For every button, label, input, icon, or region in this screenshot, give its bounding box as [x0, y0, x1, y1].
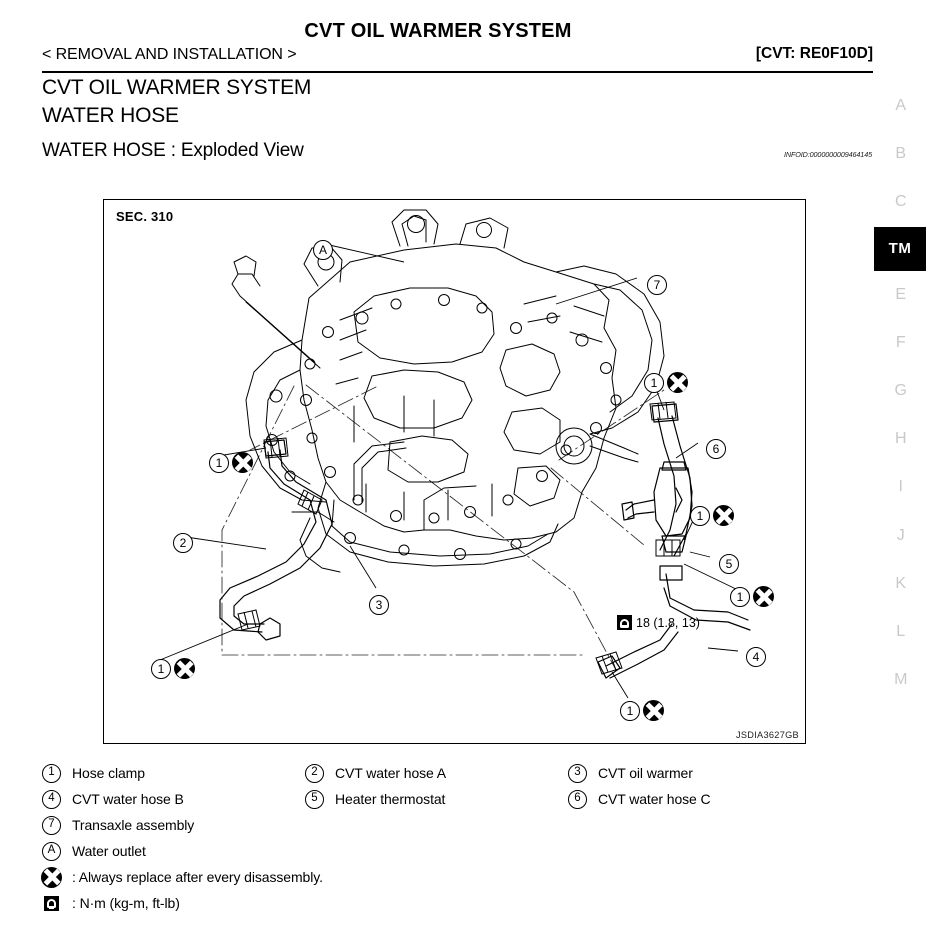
legend-label: CVT water hose A — [335, 765, 446, 781]
infoid-label: INFOID:0000000009464145 — [783, 150, 872, 159]
legend-marker-icon: 3 — [568, 763, 587, 783]
tab-item-e[interactable]: E — [895, 285, 907, 303]
tab-item-a[interactable]: A — [895, 97, 907, 115]
callout-c5: 5 — [719, 554, 739, 574]
legend-row: 7 Transaxle assembly — [42, 812, 832, 838]
tab-item-l[interactable]: L — [896, 622, 906, 640]
callout-c7: 7 — [647, 275, 667, 295]
legend-label: Heater thermostat — [335, 791, 446, 807]
tab-item-i[interactable]: I — [898, 478, 904, 496]
callout-pair-clamp-6: 1 — [620, 700, 664, 721]
callout-c3: 3 — [369, 595, 389, 615]
legend-marker-icon: 2 — [305, 763, 324, 783]
legend-marker-icon: A — [42, 841, 61, 861]
legend-item-5: 5 Heater thermostat — [305, 789, 568, 809]
callout-pair-clamp-2: 1 — [690, 505, 734, 526]
legend-item-3: 3 CVT oil warmer — [568, 763, 831, 783]
torque-spec-value: 18 (1.8, 13) — [636, 615, 700, 630]
callout-c1: 1 — [209, 452, 229, 473]
tab-item-c[interactable]: C — [894, 193, 908, 211]
replace-part-icon — [713, 505, 734, 526]
legend-item-a: A Water outlet — [42, 841, 305, 861]
legend-marker-icon: 1 — [42, 763, 61, 783]
legend-label: CVT water hose C — [598, 791, 711, 807]
page-header: CVT OIL WARMER SYSTEM < REMOVAL AND INST… — [0, 0, 930, 73]
callout-pair-clamp-3: 1 — [730, 586, 774, 607]
legend-row: A Water outlet — [42, 838, 832, 864]
tab-index: A B C TM E F G H I J K L M — [872, 82, 930, 704]
legend-row: 1 Hose clamp 2 CVT water hose A 3 CVT oil war… — [42, 760, 832, 786]
section-title: CVT OIL WARMER SYSTEM — [42, 76, 312, 99]
legend-symbol-label: : N·m (kg-m, ft-lb) — [72, 895, 180, 911]
legend-symbol-slot — [42, 895, 61, 911]
callout-c6: 6 — [706, 439, 726, 459]
callout-c1: 1 — [620, 700, 640, 721]
legend-label: Transaxle assembly — [72, 817, 195, 833]
tab-item-m[interactable]: M — [894, 671, 908, 689]
callout-pair-clamp-4: 1 — [209, 452, 253, 473]
header-divider — [42, 71, 873, 73]
legend-item-2: 2 CVT water hose A — [305, 763, 568, 783]
legend-symbol-row: : Always replace after every disassembly… — [41, 864, 832, 890]
callout-pair-clamp-5: 1 — [151, 658, 195, 679]
torque-spec-note: 18 (1.8, 13) — [617, 615, 700, 630]
callout-c1: 1 — [690, 505, 710, 526]
torque-icon — [44, 895, 59, 911]
legend-symbol-label: : Always replace after every disassembly… — [72, 869, 323, 885]
torque-icon — [617, 615, 632, 630]
article-title: WATER HOSE : Exploded View — [42, 140, 304, 161]
legend-marker-icon: 7 — [42, 815, 61, 835]
tab-item-b[interactable]: B — [895, 145, 907, 163]
tab-item-f[interactable]: F — [895, 333, 907, 351]
legend-marker-icon: 4 — [42, 789, 61, 809]
replace-part-icon — [667, 372, 688, 393]
section-number-label: SEC. 310 — [116, 209, 174, 224]
tab-item-g[interactable]: G — [894, 382, 908, 400]
legend-label: CVT water hose B — [72, 791, 184, 807]
document-title: CVT OIL WARMER SYSTEM — [304, 20, 572, 42]
model-code-badge: [CVT: RE0F10D] — [755, 45, 873, 62]
replace-icon — [41, 866, 62, 888]
figure-id-label: JSDIA3627GB — [735, 730, 799, 740]
legend-label: CVT oil warmer — [598, 765, 693, 781]
tab-item-k[interactable]: K — [895, 574, 907, 592]
tab-item-j[interactable]: J — [896, 526, 906, 544]
callout-pair-clamp-1: 1 — [644, 372, 688, 393]
legend-row: 4 CVT water hose B 5 Heater thermostat 6 CVT … — [42, 786, 832, 812]
legend-marker-icon: 6 — [568, 789, 587, 809]
callout-A: A — [313, 240, 333, 260]
callout-c1: 1 — [644, 372, 664, 393]
legend-item-1: 1 Hose clamp — [42, 763, 305, 783]
callout-c4: 4 — [746, 647, 766, 667]
callout-c1: 1 — [151, 658, 171, 679]
legend-symbol-slot — [41, 866, 62, 888]
legend-symbol-row: : N·m (kg-m, ft-lb) — [42, 890, 832, 916]
legend-marker-icon: 5 — [305, 789, 324, 809]
legend-label: Hose clamp — [72, 765, 145, 781]
replace-part-icon — [643, 700, 664, 721]
subsection-title: WATER HOSE — [42, 104, 179, 127]
tab-item-h[interactable]: H — [894, 430, 908, 448]
legend-item-7: 7 Transaxle assembly — [42, 815, 305, 835]
replace-part-icon — [174, 658, 195, 679]
legend-item-6: 6 CVT water hose C — [568, 789, 831, 809]
legend-item-4: 4 CVT water hose B — [42, 789, 305, 809]
legend-label: Water outlet — [72, 843, 146, 859]
replace-part-icon — [232, 452, 253, 473]
legend: 1 Hose clamp 2 CVT water hose A 3 CVT oil war… — [41, 760, 832, 916]
breadcrumb: < REMOVAL AND INSTALLATION > — [42, 46, 297, 63]
callout-c1: 1 — [730, 586, 750, 607]
tab-item-tm[interactable]: TM — [874, 226, 926, 271]
exploded-view-figure: SEC. 310 — [103, 199, 806, 744]
replace-part-icon — [753, 586, 774, 607]
callout-c2: 2 — [173, 533, 193, 553]
